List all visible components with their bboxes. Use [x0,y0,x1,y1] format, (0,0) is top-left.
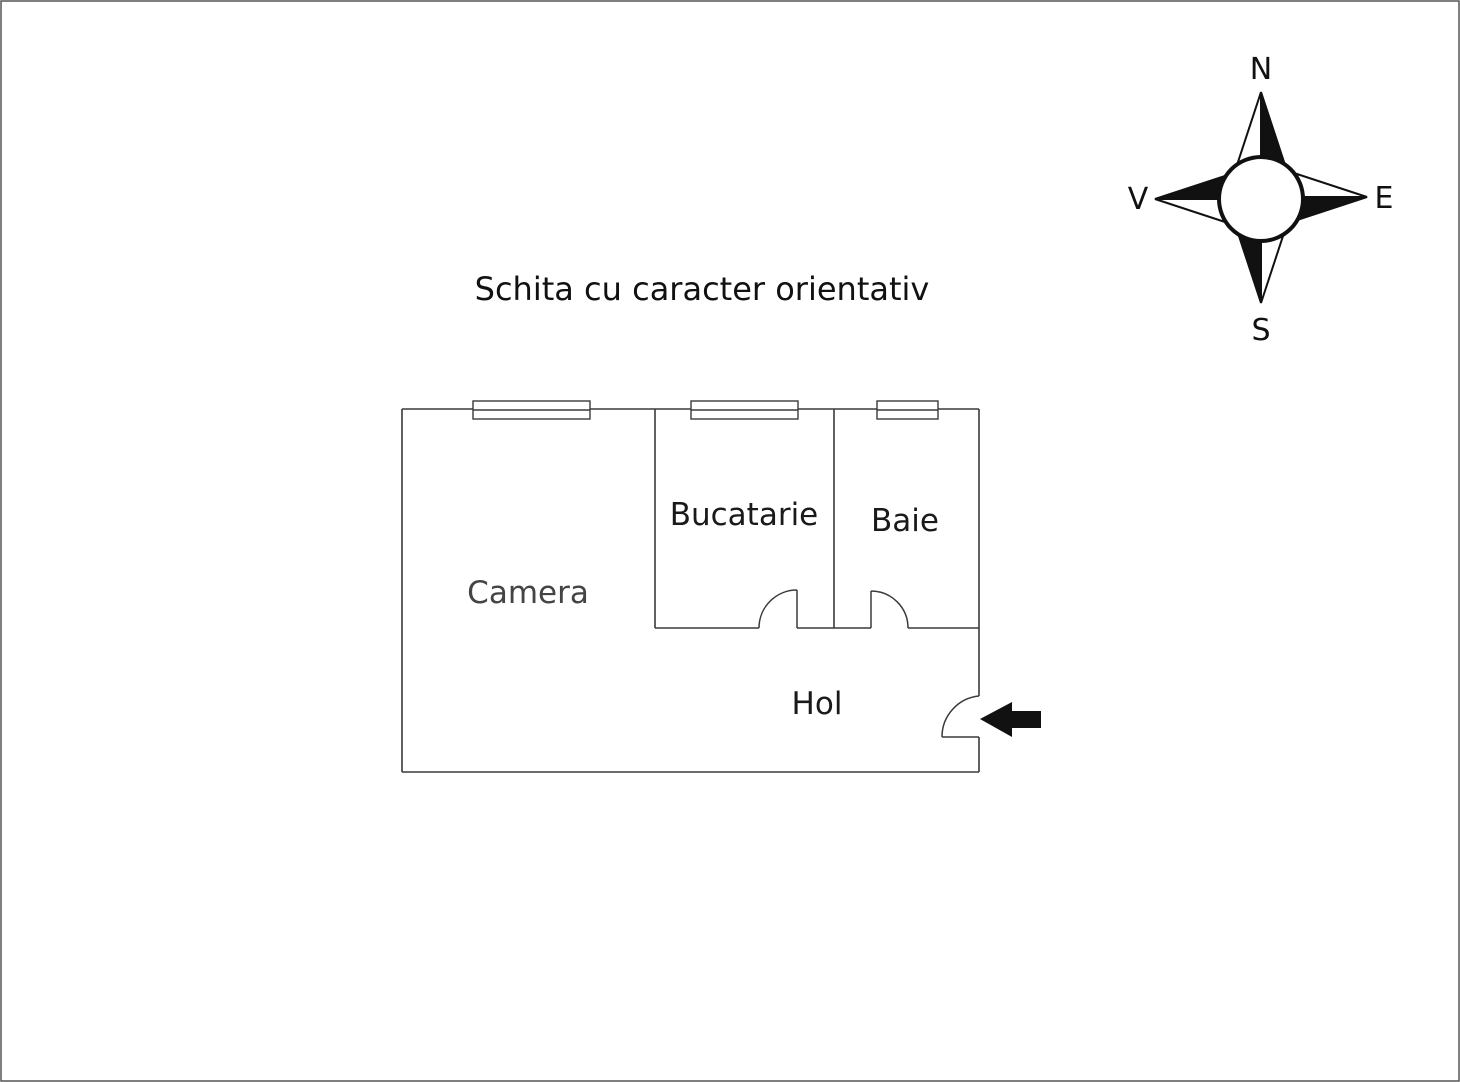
room-label-hol: Hol [792,686,843,722]
door-baie [870,590,909,629]
room-label-camera: Camera [467,575,589,611]
compass-label-south: S [1251,313,1270,348]
compass-rose-icon [1154,91,1368,304]
compass-label-north: N [1250,52,1272,87]
room-label-baie: Baie [871,503,939,539]
door-bucatarie [758,589,798,629]
arrow-left-icon [980,702,1041,737]
floor-plan [401,400,980,773]
compass-label-east: E [1375,181,1394,216]
compass-label-west: V [1128,182,1149,217]
room-label-bucatarie: Bucatarie [670,497,819,533]
compass-center-circle [1217,155,1305,243]
door-entrance [941,695,980,738]
plan-title: Schita cu caracter orientativ [475,270,930,308]
